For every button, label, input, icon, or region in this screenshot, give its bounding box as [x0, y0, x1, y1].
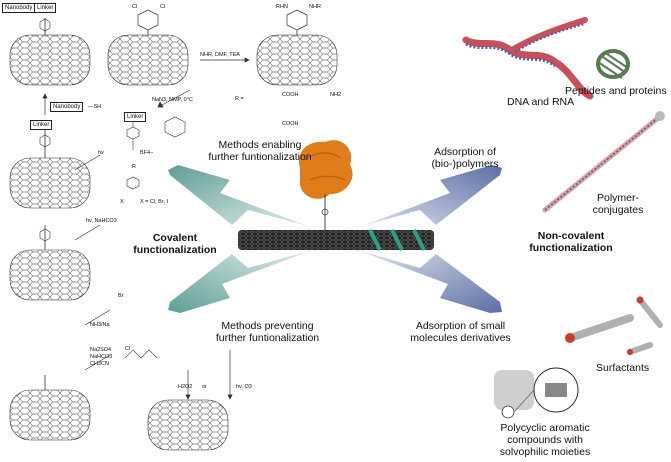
or-label: or [202, 384, 207, 390]
x-label: X [120, 199, 124, 205]
hv-label: hv [98, 150, 104, 156]
protein-structure-icon [299, 140, 353, 230]
nhr-dmf-tea: NHR, DMF, TEA [200, 52, 240, 58]
benzene-diazonium [126, 120, 140, 150]
cooh-2: COOH [282, 121, 299, 127]
x-list: X = Cl, Br, I [140, 199, 168, 205]
arrow-noncovalent-small [340, 245, 502, 313]
br-label: Br [118, 293, 124, 299]
nhr-label: NHR [309, 4, 321, 10]
cl-label: Cl [125, 346, 131, 352]
arrow-covalent-enabling [168, 165, 330, 232]
nh2-label: NH2 [330, 92, 342, 98]
cnt-oxidized [147, 399, 229, 451]
cl-left: Cl [132, 4, 138, 10]
bf4-label: BF4− [140, 150, 154, 156]
hv-o3-label: hv, O3 [236, 384, 252, 390]
surfactant-molecule-icon [565, 296, 663, 355]
cnt-triazine [107, 9, 189, 86]
diene-reagent [124, 349, 158, 359]
surfactants-label: Surfactants [596, 362, 650, 374]
sh-label: —SH [88, 104, 102, 110]
cnt-nhr [256, 9, 338, 86]
hv-nahco3: hv, NaHCO3 [86, 218, 117, 224]
cnt-nanobody [9, 18, 91, 86]
reaction-arrows [42, 57, 250, 400]
dna-helix-icon [462, 17, 594, 100]
cooh-1: COOH [282, 92, 299, 98]
nanotube-icon [238, 229, 434, 251]
h2o2-label: H2O2 [178, 384, 193, 390]
nanobody-sh-box: Nanobody [50, 102, 84, 112]
triazine-reagent [164, 116, 186, 138]
benzene-halide [126, 176, 140, 190]
arrow-noncovalent-polymers [340, 165, 502, 232]
nh3-na: NH3/Na [90, 322, 110, 328]
linker-box-top: Linker [34, 3, 57, 13]
r-label-aryl: R [132, 164, 136, 170]
nanobody-box: Nanobody [2, 3, 36, 13]
dna-rna-label: DNA and RNA [507, 96, 575, 108]
polymer-conjugates-label: Polymer-conjugates [592, 192, 644, 216]
adsorption-polymers-label: Adsorption of(bio-)polymers [431, 146, 499, 170]
ch3cn: CH3CN [90, 361, 109, 367]
cnt-linker [9, 130, 91, 209]
peptides-label: Peptides and proteins [565, 85, 667, 97]
linker-box-reagent: Linker [124, 112, 147, 122]
cnt-reduced [9, 375, 91, 441]
nahco3: NaHCO3 [90, 354, 113, 360]
nan3-nmp: NaN3, NMP, 0°C [152, 97, 193, 103]
r-equals: R = [235, 96, 244, 102]
peptide-helix-icon [596, 49, 630, 79]
cl-right: Cl [160, 4, 166, 10]
arrow-covalent-preventing [168, 245, 330, 313]
na2so4: Na2SO4 [90, 347, 112, 353]
linker-box-mid: Linker [30, 120, 53, 130]
cnt-r [9, 225, 91, 301]
polymer-rod-icon [542, 111, 665, 213]
rhn-label: RHN [276, 4, 288, 10]
pah-molecule-icon [494, 367, 579, 419]
